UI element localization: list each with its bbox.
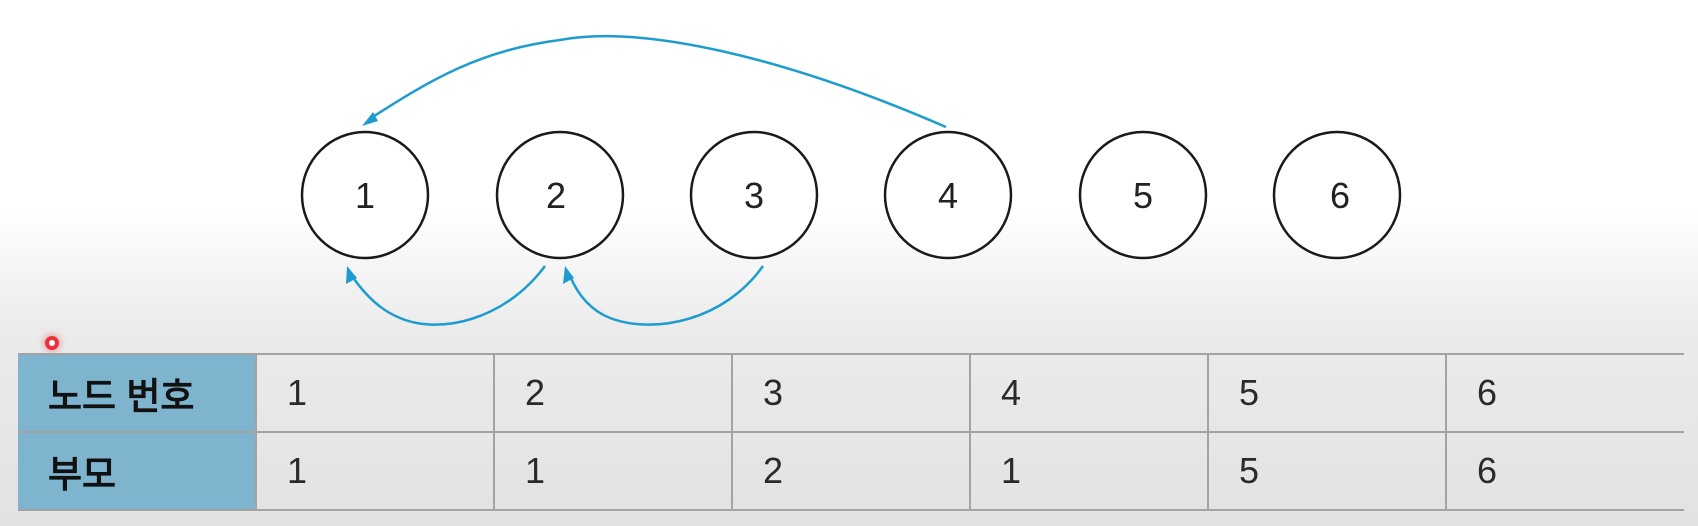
- table-cell: 1: [493, 431, 733, 511]
- table-cell: 3: [731, 353, 971, 433]
- node-1: 1: [300, 130, 430, 260]
- row-header-parent: 부모: [18, 431, 257, 511]
- table-cell: 6: [1445, 353, 1684, 433]
- table-cell: 1: [255, 353, 495, 433]
- node-label: 4: [938, 175, 958, 216]
- edge-2-to-1: [346, 265, 547, 326]
- table-cell: 5: [1207, 431, 1447, 511]
- union-find-diagram: 1 2 3 4 5 6: [300, 35, 1402, 326]
- node-3: 3: [689, 130, 819, 260]
- arrowhead-icon: [563, 266, 574, 284]
- node-label: 3: [744, 175, 764, 216]
- node-label: 2: [546, 175, 566, 216]
- node-4: 4: [883, 130, 1013, 260]
- edge-4-to-1: [362, 35, 947, 129]
- table-cell: 4: [969, 353, 1209, 433]
- table-cell: 6: [1445, 431, 1684, 511]
- parent-table: 노드 번호 1 2 3 4 5 6 부모 1 1 2 1 5 6: [18, 353, 1684, 511]
- node-label: 5: [1133, 175, 1153, 216]
- table-cell: 1: [969, 431, 1209, 511]
- table-row-parent: 부모 1 1 2 1 5 6: [18, 431, 1684, 511]
- pointer-cursor-icon: [45, 336, 59, 350]
- table-row-node-number: 노드 번호 1 2 3 4 5 6: [18, 353, 1684, 433]
- node-6: 6: [1272, 130, 1402, 260]
- row-header-node-number: 노드 번호: [18, 353, 257, 433]
- node-label: 6: [1330, 175, 1350, 216]
- arrowhead-icon: [362, 112, 378, 126]
- table-cell: 2: [493, 353, 733, 433]
- table-cell: 5: [1207, 353, 1447, 433]
- node-2: 2: [495, 130, 625, 260]
- arrowhead-icon: [346, 266, 357, 284]
- node-label: 1: [355, 175, 375, 216]
- node-5: 5: [1078, 130, 1208, 260]
- table-cell: 1: [255, 431, 495, 511]
- table-cell: 2: [731, 431, 971, 511]
- edge-3-to-2: [563, 265, 765, 326]
